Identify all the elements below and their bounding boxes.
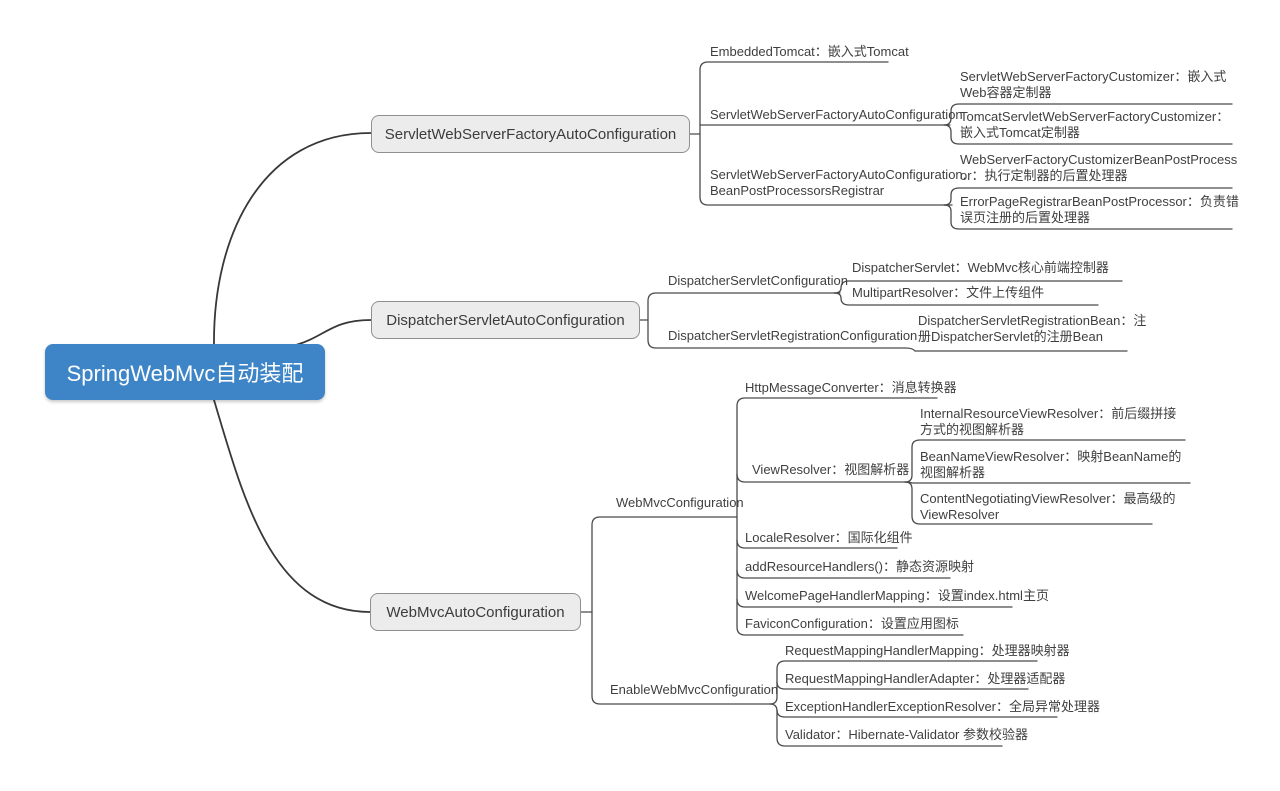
node-embedded-tomcat[interactable]: EmbeddedTomcat：嵌入式Tomcat [710, 44, 909, 59]
node-web-mvc-configuration[interactable]: WebMvcConfiguration [616, 495, 744, 510]
node-bean-post-processors-registrar[interactable]: ServletWebServerFactoryAutoConfiguration… [710, 167, 967, 198]
node-enable-web-mvc-configuration[interactable]: EnableWebMvcConfiguration [610, 682, 779, 697]
node-validator[interactable]: Validator：Hibernate-Validator 参数校验器 [785, 727, 1028, 742]
branch-brackets [580, 61, 1233, 747]
node-welcome-page-handler-mapping[interactable]: WelcomePageHandlerMapping：设置index.html主页 [745, 588, 1049, 603]
node-add-resource-handlers[interactable]: addResourceHandlers()：静态资源映射 [745, 559, 975, 574]
branch-dispatcher-servlet-auto-configuration[interactable]: DispatcherServletAutoConfiguration [371, 301, 640, 339]
node-dispatcher-servlet-configuration[interactable]: DispatcherServletConfiguration [668, 273, 848, 288]
root-node[interactable]: SpringWebMvc自动装配 [45, 344, 325, 400]
node-request-mapping-handler-adapter[interactable]: RequestMappingHandlerAdapter：处理器适配器 [785, 671, 1066, 686]
branch-web-mvc-auto-configuration[interactable]: WebMvcAutoConfiguration [370, 593, 581, 631]
node-servlet-web-server-factory-customizer[interactable]: ServletWebServerFactoryCustomizer：嵌入式Web… [960, 69, 1227, 100]
node-view-resolver[interactable]: ViewResolver：视图解析器 [752, 462, 910, 477]
node-content-negotiating-view-resolver[interactable]: ContentNegotiatingViewResolver：最高级的ViewR… [920, 491, 1176, 522]
branch-servlet-web-server-factory-auto-configuration[interactable]: ServletWebServerFactoryAutoConfiguration [371, 115, 690, 153]
node-request-mapping-handler-mapping[interactable]: RequestMappingHandlerMapping：处理器映射器 [785, 643, 1070, 658]
node-http-message-converter[interactable]: HttpMessageConverter：消息转换器 [745, 380, 957, 395]
node-web-server-factory-customizer-bean-post-processor[interactable]: WebServerFactoryCustomizerBeanPostProces… [960, 152, 1238, 183]
node-internal-resource-view-resolver[interactable]: InternalResourceViewResolver：前后缀拼接方式的视图解… [920, 406, 1177, 437]
node-locale-resolver[interactable]: LocaleResolver：国际化组件 [745, 530, 913, 545]
node-dispatcher-servlet-registration-bean[interactable]: DispatcherServletRegistrationBean：注册Disp… [918, 313, 1147, 344]
node-error-page-registrar-bean-post-processor[interactable]: ErrorPageRegistrarBeanPostProcessor：负责错误… [960, 194, 1239, 225]
node-bean-name-view-resolver[interactable]: BeanNameViewResolver：映射BeanName的视图解析器 [920, 449, 1182, 480]
node-dispatcher-servlet[interactable]: DispatcherServlet：WebMvc核心前端控制器 [852, 260, 1109, 275]
node-tomcat-servlet-web-server-factory-customizer[interactable]: TomcatServletWebServerFactoryCustomizer：… [960, 109, 1230, 140]
root-branch-curves [213, 132, 372, 613]
node-exception-handler-exception-resolver[interactable]: ExceptionHandlerExceptionResolver：全局异常处理… [785, 699, 1101, 714]
node-servlet-web-server-factory-auto-configuration[interactable]: ServletWebServerFactoryAutoConfiguration [710, 107, 963, 122]
node-favicon-configuration[interactable]: FaviconConfiguration：设置应用图标 [745, 616, 959, 631]
node-multipart-resolver[interactable]: MultipartResolver：文件上传组件 [852, 285, 1045, 300]
node-dispatcher-servlet-registration-configuration[interactable]: DispatcherServletRegistrationConfigurati… [668, 328, 918, 343]
